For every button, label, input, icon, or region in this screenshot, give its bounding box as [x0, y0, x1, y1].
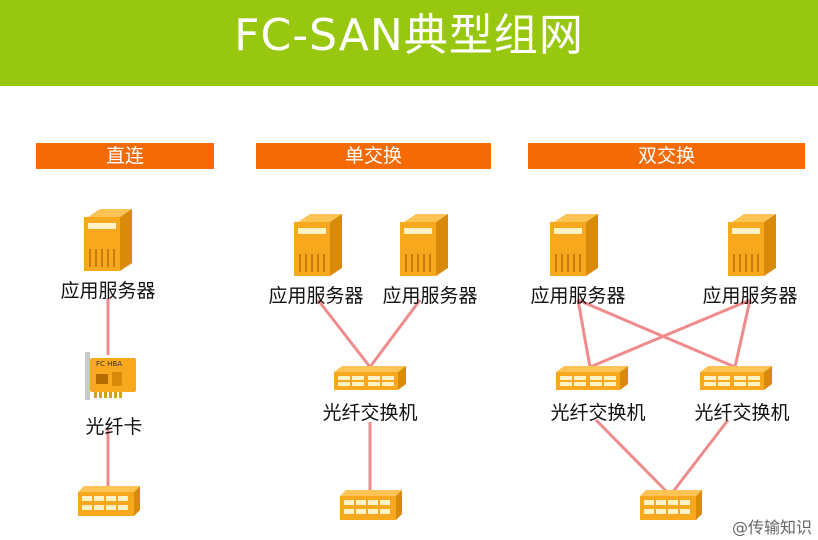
section-header-single-switch: 单交换	[256, 143, 491, 169]
server-label: 应用服务器	[60, 280, 156, 302]
link-dual-server2-switch1	[589, 298, 751, 369]
section-header-dual-switch: 双交换	[528, 143, 805, 169]
server-label: 应用服务器	[702, 285, 798, 307]
link-dual-server1-switch1	[576, 299, 592, 368]
watermark: @传输知识	[731, 518, 812, 537]
server-icon	[294, 214, 342, 276]
server-label: 应用服务器	[530, 285, 626, 307]
fc-hba-card-icon: FC HBA	[85, 352, 136, 400]
link-dual-switch1-storage	[594, 418, 670, 495]
link-dual-switch2-storage	[670, 419, 730, 494]
fc-switch-icon	[700, 366, 772, 390]
hba-label: 光纤卡	[85, 416, 143, 438]
fc-switch-icon	[556, 366, 628, 390]
server-label: 应用服务器	[268, 285, 364, 307]
hba-card-text: FC HBA	[96, 360, 122, 368]
link-dual-server1-switch2	[577, 298, 736, 369]
storage-array-icon	[640, 490, 702, 520]
link-dual-server2-switch2	[733, 299, 752, 368]
switch-label: 光纤交换机	[550, 402, 646, 424]
page-title: FC-SAN典型组网	[234, 10, 584, 61]
server-label: 应用服务器	[382, 285, 478, 307]
server-icon	[84, 209, 132, 271]
fc-switch-icon	[334, 366, 406, 390]
switch-label: 光纤交换机	[694, 402, 790, 424]
title-bar	[0, 0, 818, 86]
link-single-server2-switch	[368, 299, 422, 368]
server-icon	[728, 214, 776, 276]
storage-array-icon	[340, 490, 402, 520]
storage-array-icon	[78, 486, 140, 516]
server-icon	[550, 214, 598, 276]
server-icon	[400, 214, 448, 276]
link-single-server1-switch	[316, 299, 372, 368]
switch-label: 光纤交换机	[322, 402, 418, 424]
section-header-direct: 直连	[36, 143, 214, 169]
